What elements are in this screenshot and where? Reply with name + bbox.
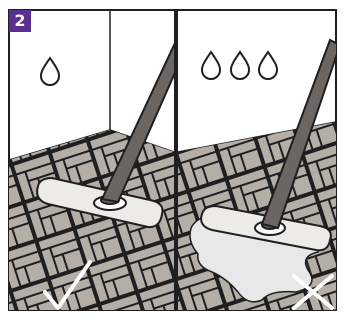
step-number-badge: 2 bbox=[9, 10, 31, 32]
panel-divider bbox=[174, 10, 178, 310]
